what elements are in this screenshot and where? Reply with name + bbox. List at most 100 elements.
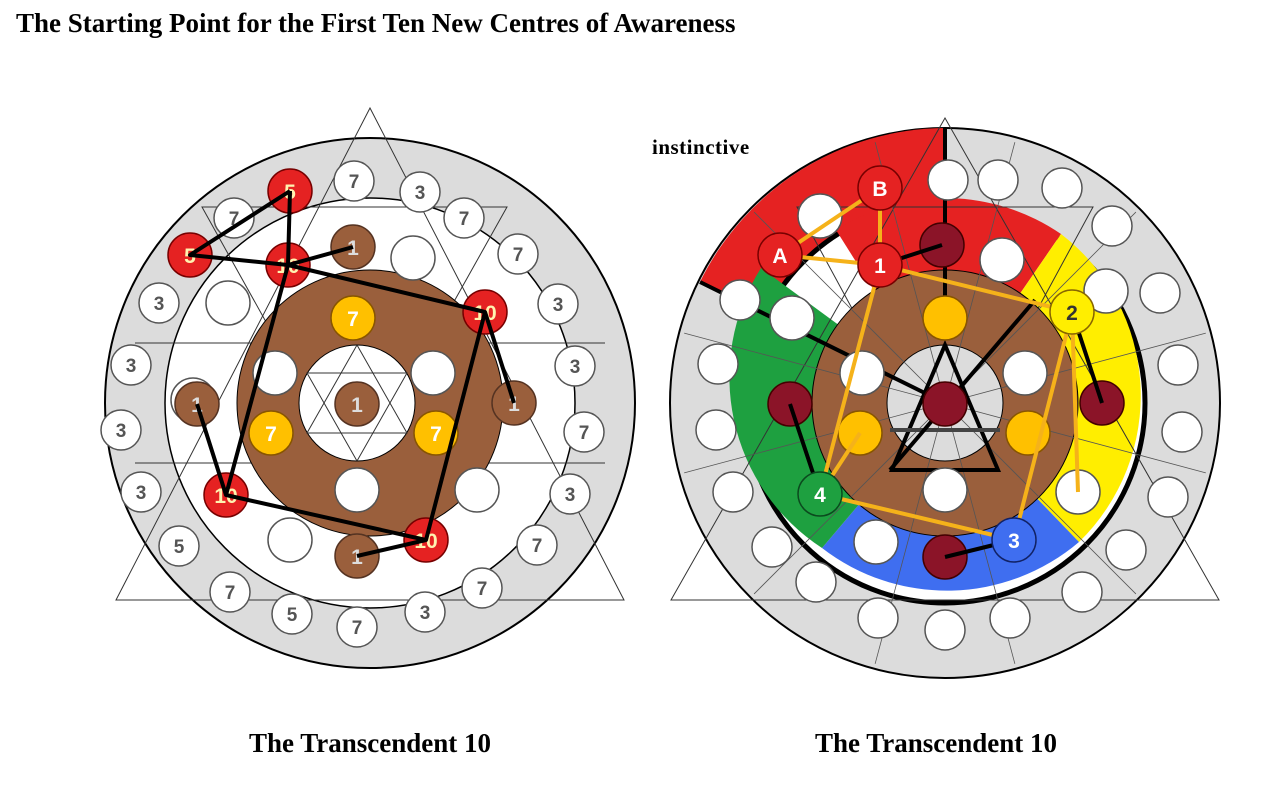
white-node bbox=[267, 517, 313, 563]
radial-spoke bbox=[684, 332, 946, 404]
white-node bbox=[410, 350, 456, 396]
ring-number-node-label: 3 bbox=[420, 603, 431, 624]
ring-number-node-label: 3 bbox=[415, 183, 426, 204]
ring-node bbox=[1139, 272, 1181, 314]
node-b: B bbox=[857, 165, 903, 211]
center-diagonal bbox=[888, 298, 1037, 472]
page-title: The Starting Point for the First Ten New… bbox=[16, 8, 736, 38]
node-a-label: A bbox=[772, 245, 787, 268]
ring-node bbox=[977, 159, 1019, 201]
yellow-node: 7 bbox=[330, 295, 376, 341]
white-node bbox=[334, 467, 380, 513]
yellow-node: 7 bbox=[248, 410, 294, 456]
white-node bbox=[839, 350, 885, 396]
ring-node bbox=[857, 597, 899, 639]
ring-node bbox=[927, 159, 969, 201]
white-node bbox=[252, 350, 298, 396]
ring-number-node-label: 7 bbox=[459, 209, 470, 230]
white-node bbox=[853, 519, 899, 565]
brown-node-label: 1 bbox=[351, 394, 363, 417]
ring-node bbox=[751, 526, 793, 568]
ring-node bbox=[1161, 411, 1203, 453]
node-4: 4 bbox=[797, 471, 843, 517]
node-b-label: B bbox=[872, 178, 887, 201]
right-transcendent-diagram: B A 1 2 3 4 instinctive bbox=[652, 116, 1221, 679]
ring-node bbox=[795, 561, 837, 603]
ring-number-node: 3 bbox=[399, 171, 441, 213]
instinctive-label: instinctive bbox=[652, 135, 750, 159]
white-node bbox=[1083, 268, 1129, 314]
brown-node: 1 bbox=[334, 381, 380, 427]
ring-number-node: 3 bbox=[404, 591, 446, 633]
radial-spoke bbox=[944, 402, 1137, 595]
white-node bbox=[1002, 350, 1048, 396]
yellow-node-label: 7 bbox=[265, 423, 277, 446]
orange-link bbox=[879, 263, 1073, 314]
ring-node bbox=[1091, 205, 1133, 247]
ring-number-node-label: 5 bbox=[174, 537, 185, 558]
ring-number-node-label: 5 bbox=[287, 605, 298, 626]
ring-number-node-label: 7 bbox=[225, 583, 236, 604]
ring-number-node-label: 7 bbox=[477, 579, 488, 600]
white-node bbox=[390, 235, 436, 281]
yellow-node-label: 7 bbox=[430, 423, 442, 446]
ring-number-node-label: 3 bbox=[154, 294, 165, 315]
ring-number-node-label: 3 bbox=[116, 421, 127, 442]
ring-node bbox=[924, 609, 966, 651]
connection-path bbox=[225, 493, 427, 542]
ring-number-node-label: 3 bbox=[570, 357, 581, 378]
white-node bbox=[979, 237, 1025, 283]
ring-number-node: 7 bbox=[213, 197, 255, 239]
white-node bbox=[922, 467, 968, 513]
brown-node-label: 1 bbox=[351, 546, 363, 569]
right-diagram-caption: The Transcendent 10 bbox=[814, 728, 1058, 758]
ring-number-node-label: 7 bbox=[579, 423, 590, 444]
ring-node bbox=[695, 409, 737, 451]
node-1-label: 1 bbox=[874, 255, 886, 278]
triangle-up bbox=[670, 116, 1220, 601]
node-2: 2 bbox=[1049, 289, 1095, 335]
yellow-node-label: 7 bbox=[347, 308, 359, 331]
radial-spoke bbox=[684, 402, 946, 474]
connection-path bbox=[195, 190, 292, 497]
ring-node bbox=[1061, 571, 1103, 613]
white-node bbox=[797, 193, 843, 239]
ring-number-node: 3 bbox=[100, 409, 142, 451]
ring-number-node-label: 7 bbox=[229, 209, 240, 230]
inner-triangle-up bbox=[306, 343, 408, 434]
ring-number-node: 7 bbox=[461, 567, 503, 609]
node-3: 3 bbox=[991, 517, 1037, 563]
ring-number-node-label: 3 bbox=[126, 356, 137, 377]
white-node bbox=[769, 295, 815, 341]
ring-number-node: 7 bbox=[516, 524, 558, 566]
ring-number-node: 3 bbox=[554, 345, 596, 387]
ring-number-node-label: 7 bbox=[513, 245, 524, 266]
ring-number-node-label: 3 bbox=[136, 483, 147, 504]
white-node bbox=[205, 280, 251, 326]
ring-number-node: 7 bbox=[563, 411, 605, 453]
node-4-label: 4 bbox=[814, 484, 826, 507]
maroon-node bbox=[922, 381, 968, 427]
node-a: A bbox=[757, 232, 803, 278]
ring-number-node-label: 7 bbox=[352, 618, 363, 639]
yellow-node: 7 bbox=[413, 410, 459, 456]
ring-node bbox=[1147, 476, 1189, 518]
node-3-label: 3 bbox=[1008, 530, 1020, 553]
ring-number-node: 7 bbox=[497, 233, 539, 275]
node-1: 1 bbox=[857, 242, 903, 288]
orange-link bbox=[818, 264, 882, 495]
ring-number-node-label: 3 bbox=[565, 485, 576, 506]
ring-number-node-label: 7 bbox=[532, 536, 543, 557]
ring-node bbox=[989, 597, 1031, 639]
yellow-node bbox=[922, 295, 968, 341]
ring-node bbox=[1157, 344, 1199, 386]
ring-number-node: 3 bbox=[120, 471, 162, 513]
ring-number-node: 3 bbox=[549, 473, 591, 515]
ring-number-node: 3 bbox=[138, 282, 180, 324]
ring-number-node: 3 bbox=[110, 344, 152, 386]
ring-number-node-label: 3 bbox=[553, 295, 564, 316]
ring-number-node: 5 bbox=[271, 593, 313, 635]
ring-number-node: 7 bbox=[336, 606, 378, 648]
